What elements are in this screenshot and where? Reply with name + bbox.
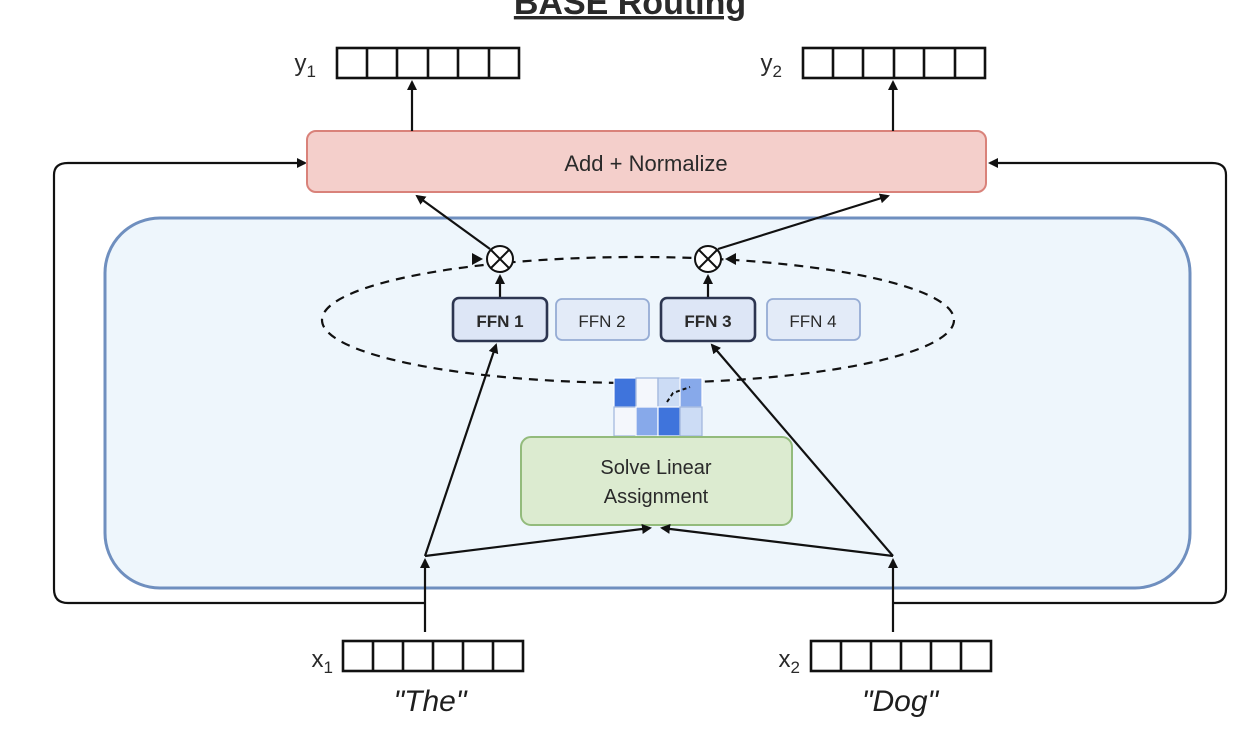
- output-y2-subscript: 2: [773, 62, 782, 81]
- expert-ffn-1: FFN 1: [451, 296, 549, 343]
- arrow-x1-to-ffn1: [423, 343, 499, 557]
- input-x1: x1: [312, 639, 525, 677]
- expert-ffn-4-label: FFN 4: [789, 312, 836, 331]
- arrow-x2-to-ffn3: [710, 343, 894, 557]
- expert-ffn-2-label: FFN 2: [578, 312, 625, 331]
- svg-text:x1: x1: [312, 646, 333, 677]
- residual-connection-right: [893, 158, 1228, 605]
- arrow-mult2-to-norm: [717, 193, 890, 251]
- add-normalize-label: Add + Normalize: [564, 151, 727, 176]
- svg-text:y2: y2: [761, 50, 782, 81]
- output-y1-subscript: 1: [307, 62, 316, 81]
- svg-text:x2: x2: [779, 646, 800, 677]
- multiply-node-left: [486, 245, 514, 273]
- assignment-matrix: [613, 377, 703, 437]
- ellipse-arrowhead-right: [725, 253, 736, 265]
- input-x2-symbol: x: [779, 646, 791, 673]
- diagram-title: BASE Routing: [514, 0, 746, 22]
- assignment-label-line2: Assignment: [604, 486, 709, 508]
- output-y2-symbol: y: [761, 50, 773, 77]
- expert-pool-ellipse: [320, 255, 956, 385]
- input-x1-token: "The": [394, 685, 468, 718]
- expert-ffn-4: FFN 4: [766, 298, 861, 341]
- solve-linear-assignment-block: [520, 436, 793, 526]
- input-x2: x2: [779, 639, 993, 677]
- input-x1-symbol: x: [312, 646, 324, 673]
- input-x2-token: "Dog": [862, 685, 940, 718]
- expert-ffn-3: FFN 3: [659, 296, 757, 343]
- multiply-node-right: [694, 245, 722, 273]
- expert-ffn-2: FFN 2: [555, 298, 650, 341]
- output-y1-symbol: y: [295, 50, 307, 77]
- expert-ffn-1-label: FFN 1: [476, 312, 523, 331]
- ellipse-arrowhead-left: [472, 253, 483, 265]
- arrow-mult1-to-norm: [415, 194, 491, 250]
- expert-ffn-3-label: FFN 3: [684, 312, 731, 331]
- svg-text:y1: y1: [295, 50, 316, 81]
- assignment-label-line1: Solve Linear: [600, 457, 712, 479]
- input-x2-subscript: 2: [791, 658, 800, 677]
- arrow-x1-to-assignment: [424, 524, 652, 558]
- output-y2: y2: [761, 46, 987, 81]
- residual-connection-left: [52, 158, 425, 605]
- add-normalize-block: [306, 130, 987, 193]
- arrow-x2-to-assignment: [660, 523, 894, 558]
- input-x1-subscript: 1: [324, 658, 333, 677]
- output-y1: y1: [295, 46, 521, 81]
